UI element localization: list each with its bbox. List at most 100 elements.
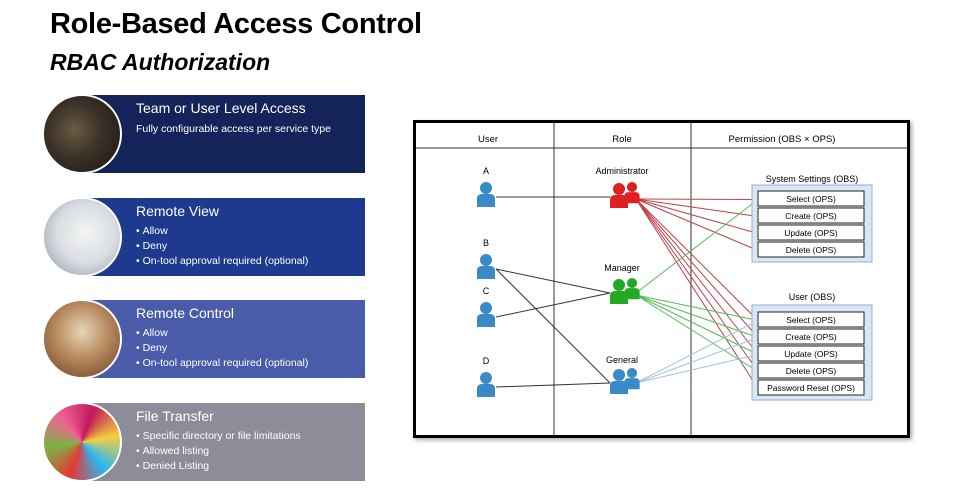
link-admin-permission bbox=[635, 198, 759, 355]
column-header-user: User bbox=[478, 134, 498, 145]
person-head bbox=[480, 182, 492, 194]
group-title: User (OBS) bbox=[789, 292, 836, 302]
link-user-role bbox=[495, 268, 611, 294]
user-label: D bbox=[483, 356, 490, 366]
role-label: Manager bbox=[604, 263, 640, 273]
link-admin-permission bbox=[635, 198, 759, 321]
card-heading: Remote Control bbox=[136, 305, 235, 321]
role-icon-back bbox=[624, 277, 640, 300]
column-header-role: Role bbox=[612, 134, 632, 145]
person-head bbox=[613, 183, 625, 195]
person-head bbox=[480, 302, 492, 314]
person-body bbox=[477, 266, 495, 279]
link-manager-permission bbox=[635, 294, 759, 321]
user-icon bbox=[477, 254, 495, 279]
permission-label: Create (OPS) bbox=[785, 332, 837, 342]
card-team-access: Team or User Level Access Fully configur… bbox=[82, 95, 365, 173]
list-item: On-tool approval required (optional) bbox=[136, 254, 309, 269]
card-list: Allow Deny On-tool approval required (op… bbox=[136, 326, 309, 371]
office-photo bbox=[42, 94, 122, 174]
rbac-diagram-canvas: System Settings (OBS) User (OBS) Select (O… bbox=[416, 123, 907, 435]
list-item: Allowed listing bbox=[136, 444, 301, 459]
person-body bbox=[477, 384, 495, 397]
group-title: System Settings (OBS) bbox=[766, 174, 859, 184]
link-admin-permission bbox=[635, 198, 759, 234]
person-head bbox=[626, 181, 638, 193]
user-icon bbox=[477, 372, 495, 397]
person-head bbox=[613, 279, 625, 291]
rbac-diagram: System Settings (OBS) User (OBS) Select (O… bbox=[413, 120, 910, 438]
user-label: C bbox=[483, 286, 490, 296]
user-label: A bbox=[483, 166, 489, 176]
person-body bbox=[624, 288, 640, 300]
list-item: Denied Listing bbox=[136, 459, 301, 474]
card-heading: File Transfer bbox=[136, 408, 214, 424]
person-head bbox=[626, 367, 638, 379]
page-subtitle: RBAC Authorization bbox=[50, 49, 271, 75]
list-item: Deny bbox=[136, 341, 308, 356]
link-general-permission bbox=[635, 354, 759, 384]
permission-label: Update (OPS) bbox=[784, 228, 838, 238]
role-icon bbox=[610, 279, 628, 304]
user-icon bbox=[477, 302, 495, 327]
permission-box bbox=[757, 190, 865, 207]
files-photo bbox=[42, 402, 122, 482]
person-body bbox=[624, 192, 640, 204]
person-body bbox=[477, 194, 495, 207]
link-admin-permission bbox=[635, 198, 759, 389]
role-icon-back bbox=[624, 181, 640, 204]
permission-box bbox=[757, 345, 865, 362]
list-item: Deny bbox=[136, 239, 308, 254]
link-user-role bbox=[495, 292, 611, 318]
card-list: Allow Deny On-tool approval required (op… bbox=[136, 224, 309, 269]
person-body bbox=[624, 378, 640, 390]
person-body bbox=[610, 291, 628, 304]
link-manager-permission bbox=[635, 294, 759, 355]
link-admin-permission bbox=[635, 198, 759, 338]
page-title: Role-Based Access Control bbox=[50, 8, 422, 40]
permission-label: Create (OPS) bbox=[785, 211, 837, 221]
role-icon-back bbox=[624, 367, 640, 390]
card-remote-view: Remote View Allow Deny On-tool approval … bbox=[82, 198, 365, 276]
role-icon bbox=[610, 369, 628, 394]
link-admin-permission bbox=[635, 198, 759, 251]
link-user-role bbox=[495, 382, 611, 388]
person-head bbox=[613, 369, 625, 381]
link-user-role bbox=[495, 268, 611, 384]
user-label: B bbox=[483, 238, 489, 248]
card-remote-control: Remote Control Allow Deny On-tool approv… bbox=[82, 300, 365, 378]
role-icon bbox=[610, 183, 628, 208]
user-icon bbox=[477, 182, 495, 207]
person-body bbox=[610, 381, 628, 394]
permission-box bbox=[757, 241, 865, 258]
card-heading: Team or User Level Access bbox=[136, 100, 306, 116]
permission-label: Password Reset (OPS) bbox=[767, 383, 855, 393]
link-manager-permission bbox=[635, 199, 759, 294]
card-file-transfer: File Transfer Specific directory or file… bbox=[82, 403, 365, 481]
permission-label: Delete (OPS) bbox=[786, 245, 837, 255]
permission-box bbox=[757, 362, 865, 379]
permission-box bbox=[757, 207, 865, 224]
list-item: On-tool approval required (optional) bbox=[136, 356, 309, 371]
person-head bbox=[480, 372, 492, 384]
meeting-photo bbox=[42, 197, 122, 277]
person-body bbox=[477, 314, 495, 327]
permission-label: Select (OPS) bbox=[786, 315, 836, 325]
link-admin-permission bbox=[635, 198, 759, 217]
list-item: Allow bbox=[136, 224, 308, 239]
role-label: Administrator bbox=[595, 166, 648, 176]
card-list: Specific directory or file limitations A… bbox=[136, 429, 301, 474]
role-label: General bbox=[606, 355, 638, 365]
person-head bbox=[626, 277, 638, 289]
permission-box bbox=[757, 328, 865, 345]
person-head bbox=[480, 254, 492, 266]
permission-box bbox=[757, 379, 865, 396]
permission-label: Update (OPS) bbox=[784, 349, 838, 359]
permission-label: Select (OPS) bbox=[786, 194, 836, 204]
permission-box bbox=[757, 311, 865, 328]
permission-box bbox=[757, 224, 865, 241]
person-body bbox=[610, 195, 628, 208]
card-heading: Remote View bbox=[136, 203, 220, 219]
link-general-permission bbox=[635, 337, 759, 384]
list-item: Allow bbox=[136, 326, 308, 341]
